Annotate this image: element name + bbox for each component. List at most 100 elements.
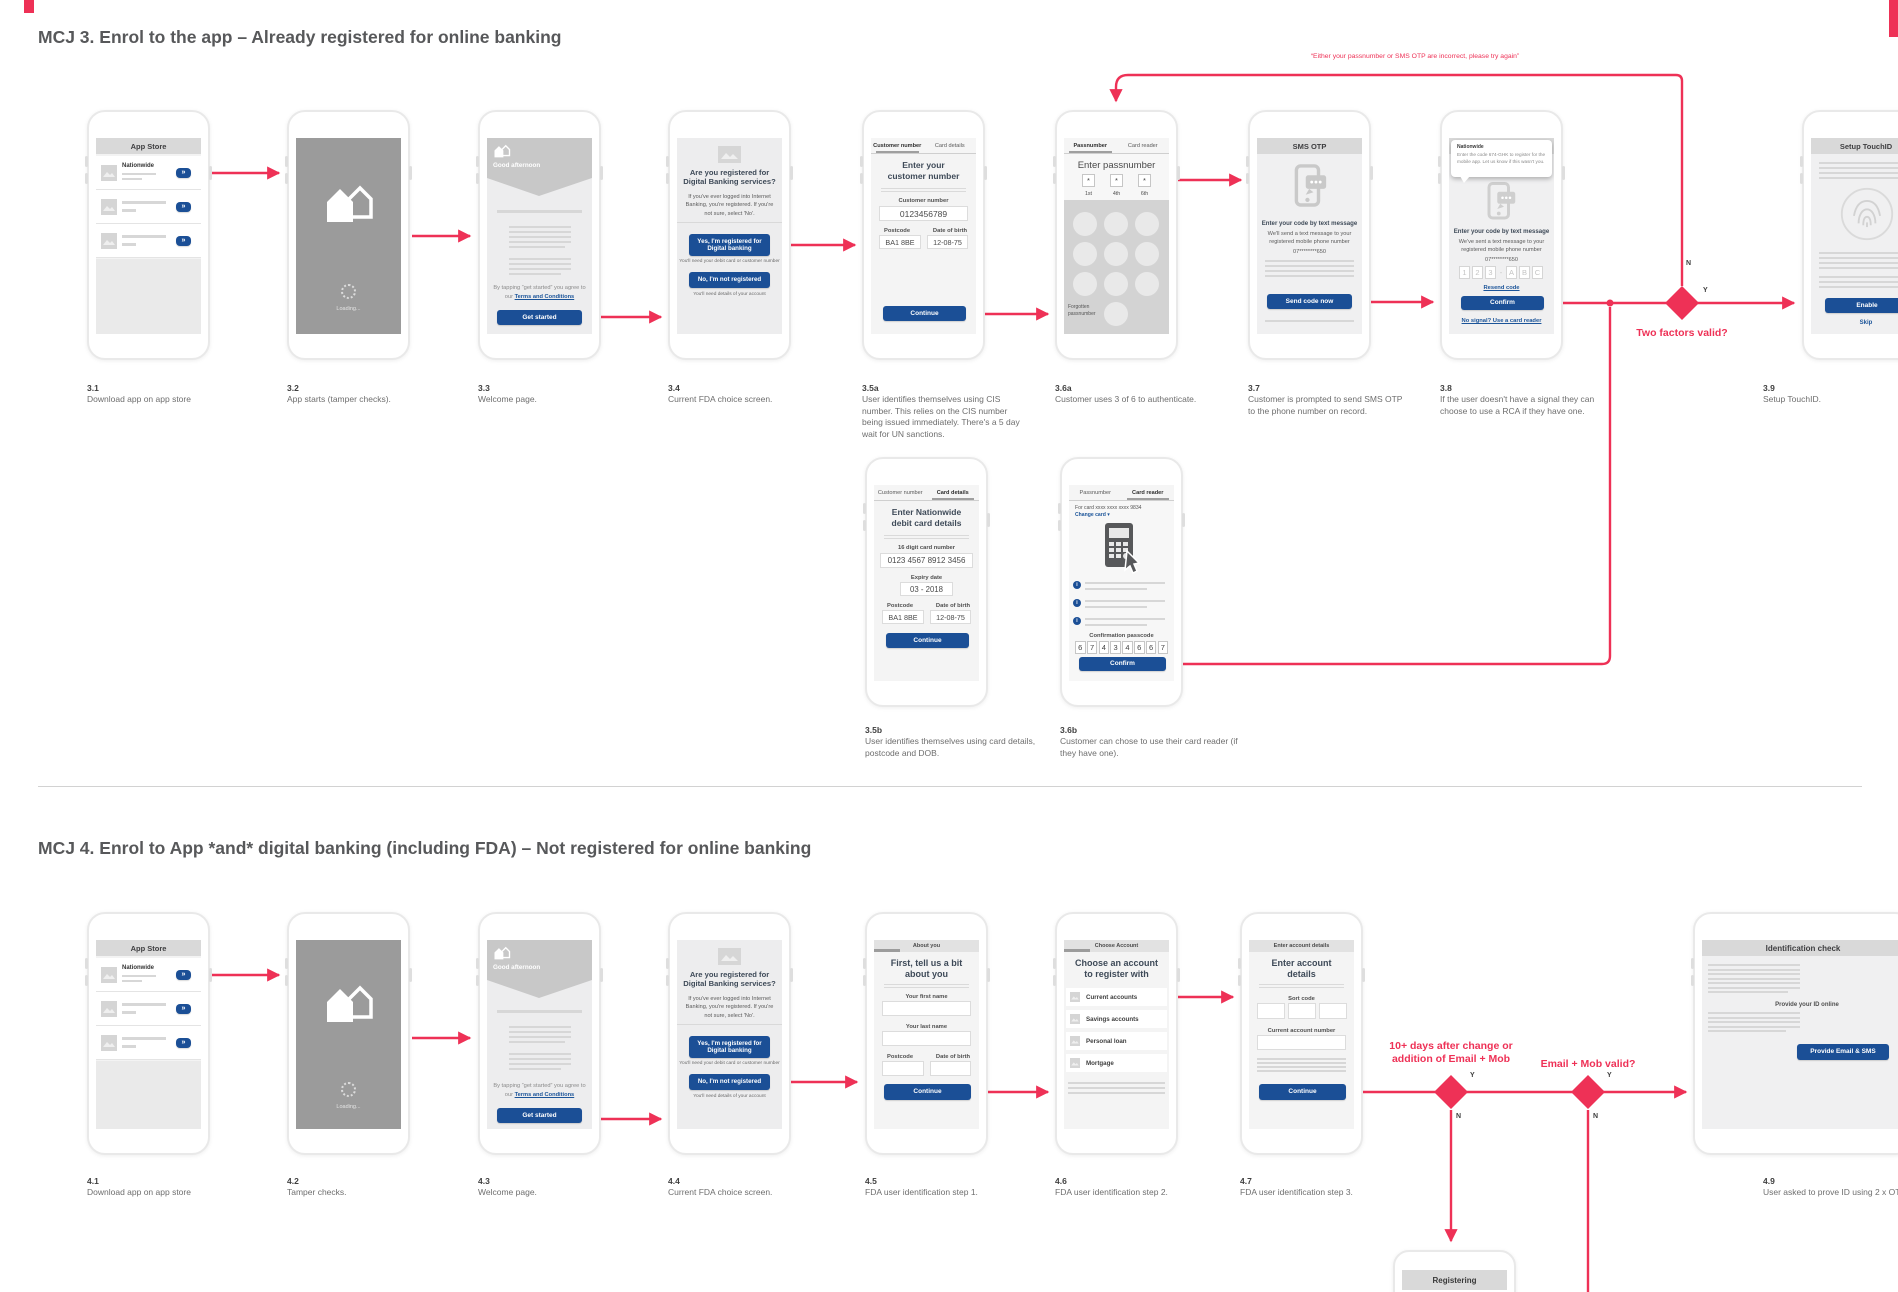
- account-option-savings[interactable]: Savings accounts: [1066, 1010, 1167, 1028]
- passcode-digit[interactable]: 6: [1145, 641, 1157, 654]
- postcode-input[interactable]: BA1 8BE: [882, 610, 924, 624]
- skip-link[interactable]: Skip: [1859, 320, 1873, 326]
- yes-note: You'll need your debit card or customer …: [679, 1061, 780, 1066]
- continue-button[interactable]: Continue: [883, 306, 966, 321]
- tab-passnumber[interactable]: Passnumber: [1064, 138, 1117, 153]
- welcome-banner-chevron: [487, 980, 592, 998]
- keypad-key[interactable]: [1135, 272, 1159, 296]
- sms-notification[interactable]: Nationwide Enter the code 674-GHK to reg…: [1451, 140, 1552, 183]
- continue-button[interactable]: Continue: [1259, 1084, 1346, 1100]
- code-box[interactable]: 2: [1472, 266, 1483, 279]
- download-button[interactable]: »: [176, 970, 191, 980]
- tab-customer-number[interactable]: Customer number: [877, 489, 923, 496]
- sort-code-input[interactable]: [1319, 1003, 1347, 1019]
- account-option-loan[interactable]: Personal loan: [1066, 1032, 1167, 1050]
- customer-number-input[interactable]: 0123456789: [879, 206, 968, 221]
- first-name-input[interactable]: [882, 1001, 971, 1016]
- terms-link[interactable]: Terms and Conditions: [514, 1091, 575, 1098]
- download-button[interactable]: »: [176, 236, 191, 246]
- keypad-key[interactable]: [1073, 212, 1097, 236]
- image-placeholder-icon: [101, 1001, 117, 1017]
- card-number-input[interactable]: 0123 4567 8912 3456: [880, 553, 973, 568]
- keypad-key[interactable]: [1135, 212, 1159, 236]
- phone-sms-send: SMS OTP Enter your code by text message …: [1246, 110, 1373, 360]
- download-button[interactable]: »: [176, 1038, 191, 1048]
- confirm-button[interactable]: Confirm: [1461, 296, 1544, 310]
- yes-registered-button[interactable]: Yes, I'm registered for Digital banking: [689, 234, 770, 256]
- code-box[interactable]: B: [1519, 266, 1530, 279]
- continue-button[interactable]: Continue: [884, 1084, 971, 1100]
- tab-card-details[interactable]: Card details: [934, 142, 965, 149]
- passcode-digit[interactable]: 3: [1110, 641, 1121, 654]
- keypad-key[interactable]: [1104, 272, 1128, 296]
- postcode-input[interactable]: [882, 1061, 924, 1076]
- passnumber-slot[interactable]: *: [1082, 174, 1095, 187]
- phone-fda-choice: Are you registered for Digital Banking s…: [666, 912, 793, 1155]
- passcode-digit[interactable]: 4: [1098, 641, 1110, 654]
- phone-card-reader: Passnumber Card reader For card xxxx xxx…: [1058, 457, 1185, 707]
- branch-y-label: Y: [1607, 1072, 1612, 1079]
- keypad-key[interactable]: [1135, 242, 1159, 266]
- keypad-key[interactable]: [1104, 242, 1128, 266]
- passcode-digit[interactable]: 6: [1134, 641, 1145, 654]
- keypad-key[interactable]: [1104, 302, 1128, 326]
- send-code-button[interactable]: Send code now: [1267, 294, 1352, 309]
- no-signal-link[interactable]: No signal? Use a card reader: [1461, 318, 1542, 324]
- postcode-input[interactable]: BA1 8BE: [879, 235, 921, 249]
- provide-email-sms-button[interactable]: Provide Email & SMS: [1797, 1044, 1889, 1060]
- account-option-current[interactable]: Current accounts: [1066, 988, 1167, 1006]
- change-card-link[interactable]: Change card ▾: [1075, 512, 1110, 518]
- tab-card-reader[interactable]: Card reader: [1127, 142, 1158, 149]
- dob-input[interactable]: 12-08-75: [930, 610, 971, 624]
- image-placeholder-icon: [101, 165, 117, 181]
- download-button[interactable]: »: [176, 202, 191, 212]
- masked-phone-number: 07********650: [1293, 249, 1326, 255]
- no-registered-button[interactable]: No, I'm not registered: [689, 272, 770, 288]
- last-name-label: Your last name: [905, 1024, 948, 1030]
- continue-button[interactable]: Continue: [886, 633, 969, 648]
- dob-input[interactable]: [930, 1061, 971, 1076]
- tab-customer-number[interactable]: Customer number: [871, 138, 924, 153]
- loading-text: Loading...: [336, 1104, 361, 1110]
- passcode-digit[interactable]: 6: [1075, 641, 1086, 654]
- code-box[interactable]: C: [1532, 266, 1543, 279]
- passcode-digit[interactable]: 7: [1086, 641, 1098, 654]
- tab-card-details[interactable]: Card details: [927, 485, 980, 500]
- terms-link[interactable]: Terms and Conditions: [514, 293, 575, 300]
- postcode-label: Postcode: [883, 228, 911, 234]
- keypad-key[interactable]: [1073, 242, 1097, 266]
- account-number-input[interactable]: [1257, 1035, 1346, 1050]
- crop-mark-left: [24, 0, 34, 13]
- no-registered-button[interactable]: No, I'm not registered: [689, 1074, 770, 1090]
- passcode-digit[interactable]: 7: [1157, 641, 1169, 654]
- passnumber-slot[interactable]: *: [1138, 174, 1151, 187]
- code-box[interactable]: 1: [1459, 266, 1470, 279]
- sort-code-input[interactable]: [1288, 1003, 1316, 1019]
- get-started-button[interactable]: Get started: [497, 310, 582, 325]
- tab-card-reader[interactable]: Card reader: [1122, 485, 1175, 500]
- enable-button[interactable]: Enable: [1825, 298, 1898, 313]
- decision-label-ten-days: 10+ days after change or addition of Ema…: [1389, 1040, 1513, 1066]
- confirm-button[interactable]: Confirm: [1079, 657, 1166, 671]
- tab-passnumber[interactable]: Passnumber: [1079, 489, 1111, 496]
- phone-id-check: Identification check Provide your ID onl…: [1691, 912, 1898, 1155]
- download-button[interactable]: »: [176, 168, 191, 178]
- last-name-input[interactable]: [882, 1031, 971, 1046]
- code-box[interactable]: 3: [1485, 266, 1496, 279]
- passnumber-slot[interactable]: *: [1110, 174, 1123, 187]
- sort-code-input[interactable]: [1257, 1003, 1285, 1019]
- expiry-input[interactable]: 03 - 2018: [900, 582, 953, 596]
- resend-code-link[interactable]: Resend code: [1483, 285, 1520, 291]
- code-box[interactable]: A: [1506, 266, 1517, 279]
- download-button[interactable]: »: [176, 1004, 191, 1014]
- forgotten-passnumber-link[interactable]: Forgotten passnumber: [1068, 304, 1096, 318]
- yes-registered-button[interactable]: Yes, I'm registered for Digital banking: [689, 1036, 770, 1058]
- passcode-digit[interactable]: 4: [1122, 641, 1133, 654]
- keypad-key[interactable]: [1104, 212, 1128, 236]
- branch-n-label: N: [1593, 1113, 1599, 1120]
- account-option-mortgage[interactable]: Mortgage: [1066, 1054, 1167, 1072]
- keypad-key[interactable]: [1073, 272, 1097, 296]
- dob-input[interactable]: 12-08-75: [927, 235, 968, 249]
- get-started-button[interactable]: Get started: [497, 1108, 582, 1123]
